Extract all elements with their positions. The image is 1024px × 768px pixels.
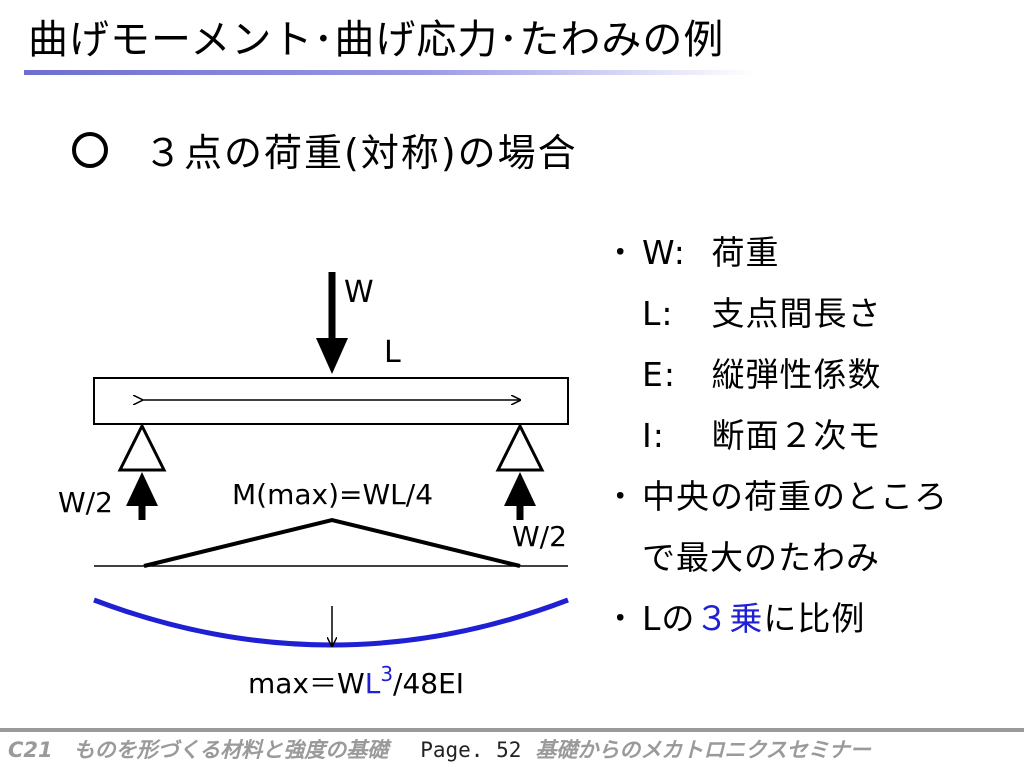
right-support — [495, 422, 545, 472]
note-text: 断面２次モ — [711, 416, 882, 455]
footer-page-number: Page. 52 — [420, 738, 522, 762]
note-item: L: 支点間長さ — [612, 283, 1017, 344]
deflection-formula-suffix: /48EI — [393, 667, 464, 700]
slide-subtitle: ３点の荷重(対称)の場合 — [72, 128, 578, 178]
right-reaction-label: W/2 — [512, 520, 567, 553]
note-text: 縦弾性係数 — [711, 355, 882, 394]
note-bullet: ･ — [612, 233, 630, 272]
left-support — [117, 422, 167, 472]
note-item: で最大のたわみ — [612, 527, 1017, 588]
footer: C21 ものを形づくる材料と強度の基礎 Page. 52 基礎からのメカトロニクスセ… — [8, 734, 1018, 766]
deflection-formula-prefix: max＝W — [248, 667, 365, 700]
footer-rule — [0, 728, 1024, 732]
note-text: 中央の荷重のところ — [642, 477, 948, 516]
note-item: ･ W: 荷重 — [612, 222, 1017, 283]
note-key: I: — [642, 416, 665, 455]
note-item: ･ 中央の荷重のところ — [612, 466, 1017, 527]
proportional-after: に比例 — [763, 599, 866, 638]
title-underline — [24, 70, 754, 75]
slide-title: 曲げモーメント･曲げ応力･たわみの例 — [28, 17, 725, 63]
beam-diagram: W L W/2 W/2 M(max)=WL/4 max＝WL3/48EI — [58, 272, 569, 700]
note-text: 荷重 — [711, 233, 780, 272]
note-text: 支点間長さ — [711, 294, 882, 333]
note-item: E: 縦弾性係数 — [612, 344, 1017, 405]
load-label: W — [344, 275, 374, 310]
circle-bullet-icon — [72, 132, 108, 168]
proportional-highlight: ３乗 — [695, 599, 764, 638]
subtitle-text: ３点の荷重(対称)の場合 — [144, 131, 578, 175]
deflection-formula: max＝WL3/48EI — [248, 662, 464, 700]
note-bullet: ･ — [612, 477, 630, 516]
note-key: L: — [642, 294, 674, 333]
beam — [93, 377, 569, 425]
proportional-before: Lの — [642, 599, 696, 638]
note-item-proportional: ･ Lの３乗に比例 — [612, 588, 1017, 649]
note-key: E: — [642, 355, 676, 394]
left-reaction-arrow — [126, 472, 158, 520]
span-label: L — [384, 335, 401, 370]
note-item: I: 断面２次モ — [612, 405, 1017, 466]
moment-triangle — [143, 517, 521, 568]
load-arrow — [316, 272, 348, 374]
footer-left: C21 ものを形づくる材料と強度の基礎 — [8, 738, 389, 762]
moment-label: M(max)=WL/4 — [232, 478, 433, 511]
deflection-formula-exponent: 3 — [380, 662, 393, 686]
note-bullet: ･ — [612, 599, 630, 638]
notes-list: ･ W: 荷重 L: 支点間長さ E: 縦弾性係数 I: 断面２次モ ･ 中央の荷重… — [612, 222, 1017, 649]
note-text: で最大のたわみ — [642, 538, 880, 577]
deflection-formula-L: L — [365, 667, 381, 700]
deflection-curve — [93, 597, 569, 648]
left-reaction-label: W/2 — [58, 486, 113, 519]
footer-right: 基礎からのメカトロニクスセミナー — [535, 738, 871, 762]
note-key: W: — [642, 233, 686, 272]
right-reaction-arrow — [504, 472, 536, 520]
